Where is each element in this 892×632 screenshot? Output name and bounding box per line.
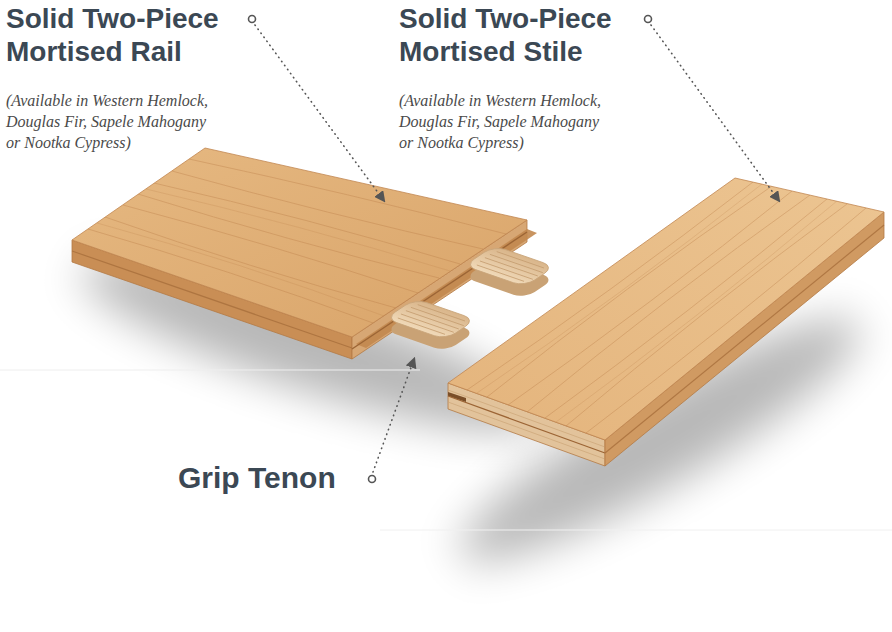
leader-line [651, 25, 777, 198]
grip-tenon [464, 246, 554, 287]
grip-tenon [385, 299, 475, 340]
part-name: Grip Tenon [178, 460, 363, 496]
leader-line [255, 25, 382, 198]
part-name: Solid Two-Piece Mortised Rail [6, 2, 306, 68]
material-note: (Available in Western Hemlock, Douglas F… [6, 90, 221, 153]
stile-board [448, 178, 884, 466]
leader-line [373, 362, 413, 472]
leader-dot [249, 16, 256, 23]
leader-dot [645, 16, 652, 23]
floor-line [380, 530, 892, 531]
rail-board [72, 148, 537, 359]
leader-dot [369, 476, 376, 483]
floor-line [0, 370, 420, 371]
part-name: Solid Two-Piece Mortised Stile [399, 2, 699, 68]
material-note: (Available in Western Hemlock, Douglas F… [399, 90, 614, 153]
